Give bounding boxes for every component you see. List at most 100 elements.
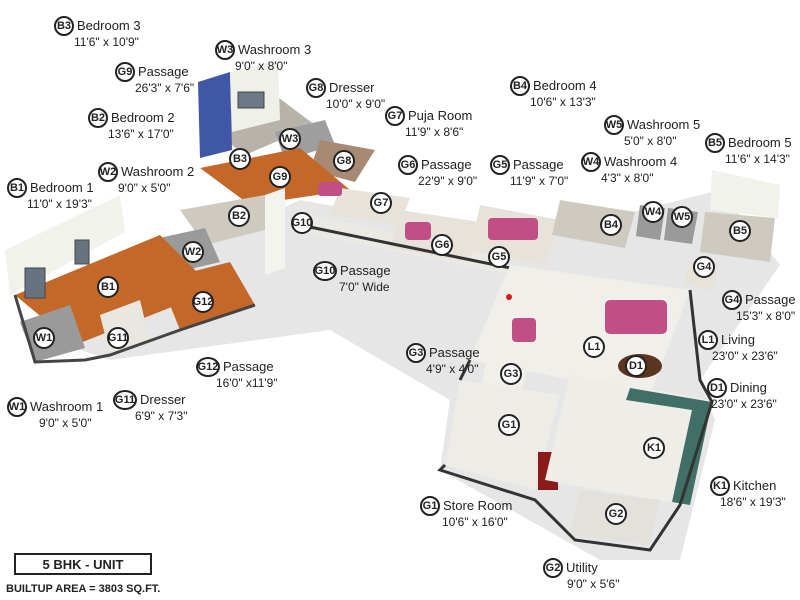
room-id-badge: W1 [7,397,27,417]
room-name: Living [721,331,755,347]
room-dimension: 9'0" x 5'0" [118,181,171,195]
room-name: Passage [513,156,564,172]
room-name: Washroom 3 [238,41,312,57]
room-id-badge: L1 [698,330,718,350]
entrance-marker [506,294,512,300]
room-id-badge: B4 [510,76,530,96]
bedroom-1-window [74,239,90,265]
marker-b1: B1 [97,276,119,298]
marker-b3: B3 [229,148,251,170]
sofa [318,182,342,196]
marker-w5: W5 [671,206,693,228]
room-dimension: 9'0" x 8'0" [235,59,288,73]
sofa [405,222,431,240]
room-dimension: 11'9" x 7'0" [510,174,569,188]
room-dimension: 10'0" x 9'0" [326,97,386,111]
room-dimension: 13'6" x 17'0" [108,127,174,141]
room-name: Bedroom 1 [30,179,94,195]
marker-w1: W1 [33,327,55,349]
marker-g9: G9 [269,166,291,188]
room-id-badge: G2 [543,558,563,578]
corridor-wall [299,223,521,272]
bedroom-3-accent-wall [198,72,232,158]
room-name: Bedroom 3 [77,17,141,33]
room-id-badge: B1 [7,178,27,198]
bedroom-1-window [24,267,46,299]
room-name: Store Room [443,497,513,513]
room-name: Passage [223,358,274,374]
bedroom-5-wall [710,170,780,218]
room-name: Washroom 1 [30,398,104,414]
marker-g3: G3 [500,363,522,385]
marker-w2: W2 [182,241,204,263]
room-dimension: 9'0" x 5'0" [39,416,92,430]
room-name: Washroom 4 [604,153,678,169]
room-dimension: 26'3" x 7'6" [135,81,195,95]
room-name: Passage [421,156,472,172]
room-dimension: 18'6" x 19'3" [720,495,786,509]
room-name: Bedroom 4 [533,77,597,93]
room-dimension: 15'3" x 8'0" [736,309,796,323]
sofa [605,300,667,334]
marker-g5: G5 [488,246,510,268]
room-dimension: 16'0" x11'9" [216,376,278,390]
room-dimension: 9'0" x 5'6" [567,577,620,591]
room-id-badge: W5 [604,115,624,135]
room-id-badge: W4 [581,152,601,172]
room-name: Puja Room [408,107,473,123]
bedroom-4-floor [552,200,635,248]
marker-g12: G12 [192,291,214,313]
bedroom-2-wall [265,188,285,275]
room-id-badge: G5 [490,155,510,175]
room-id-badge: G8 [306,78,326,98]
unit-type-label: 5 BHK - UNIT [14,553,152,575]
room-name: Dining [730,379,767,395]
marker-g8: G8 [333,150,355,172]
marker-l1: L1 [583,336,605,358]
room-id-badge: G7 [385,106,405,126]
room-id-badge: K1 [710,476,730,496]
marker-w4: W4 [642,201,664,223]
builtup-area-label: BUILTUP AREA = 3803 SQ.FT. [6,583,161,595]
sofa [512,318,536,342]
marker-b4: B4 [600,214,622,236]
room-name: Dresser [329,79,375,95]
room-id-badge: G9 [115,62,135,82]
room-name: Bedroom 5 [728,134,792,150]
room-dimension: 22'9" x 9'0" [418,174,478,188]
marker-w3: W3 [279,128,301,150]
marker-d1: D1 [625,355,647,377]
kitchen-floor [545,375,710,505]
marker-k1: K1 [643,437,665,459]
room-name: Passage [340,262,391,278]
outer-wall [437,289,714,552]
room-dimension: 23'0" x 23'6" [711,397,777,411]
room-name: Washroom 5 [627,116,701,132]
outer-wall [13,294,256,364]
room-id-badge: B3 [54,16,74,36]
room-name: Passage [745,291,796,307]
room-name: Utility [566,559,598,575]
